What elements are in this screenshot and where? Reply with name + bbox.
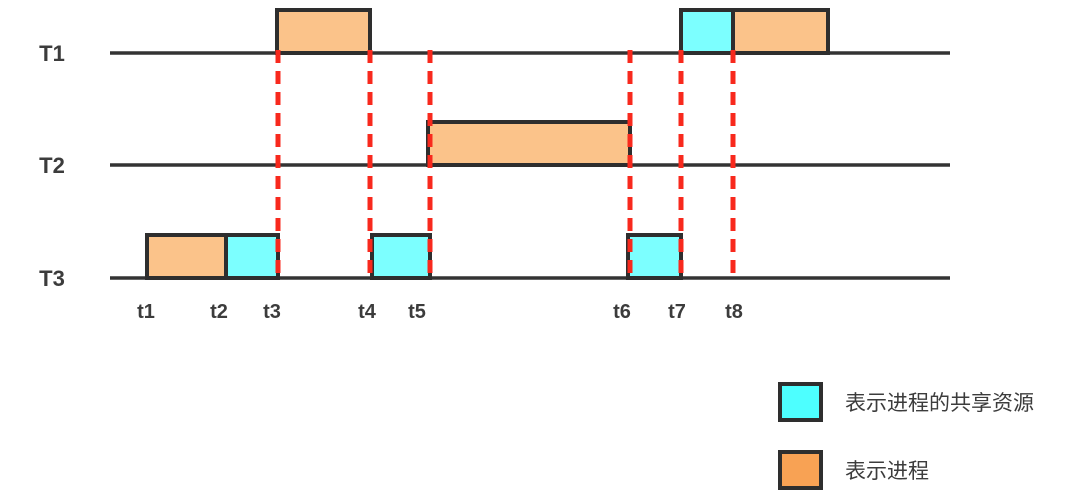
legend-item-shared-resource: 表示进程的共享资源 [778,382,1034,422]
segment-t1-process-0 [275,8,372,55]
segment-t3-process-4 [145,233,228,280]
segment-t3-resource-7 [626,233,683,280]
shared-resource-swatch-icon [778,382,823,422]
time-label-t5: t5 [408,301,426,323]
segment-t3-resource-6 [370,233,432,280]
time-label-t7: t7 [668,301,686,323]
time-label-t6: t6 [613,301,631,323]
timeline-label-T2: T2 [39,153,65,178]
time-label-t4: t4 [358,301,377,323]
timeline-label-T1: T1 [39,41,65,66]
segment-t3-resource-5 [224,233,280,280]
segment-t1-resource-1 [679,8,735,55]
legend: 表示进程的共享资源 表示进程 [778,382,1034,490]
timeline-label-T3: T3 [39,266,65,291]
legend-label: 表示进程 [845,460,929,483]
legend-label: 表示进程的共享资源 [845,392,1034,415]
process-swatch-icon [778,450,823,490]
segment-t2-process-3 [426,120,632,167]
legend-item-process: 表示进程 [778,450,1034,490]
segment-t1-process-2 [731,8,830,55]
time-label-t3: t3 [263,301,281,323]
time-label-t1: t1 [137,301,155,323]
time-label-t2: t2 [210,301,228,323]
time-label-t8: t8 [725,301,743,323]
